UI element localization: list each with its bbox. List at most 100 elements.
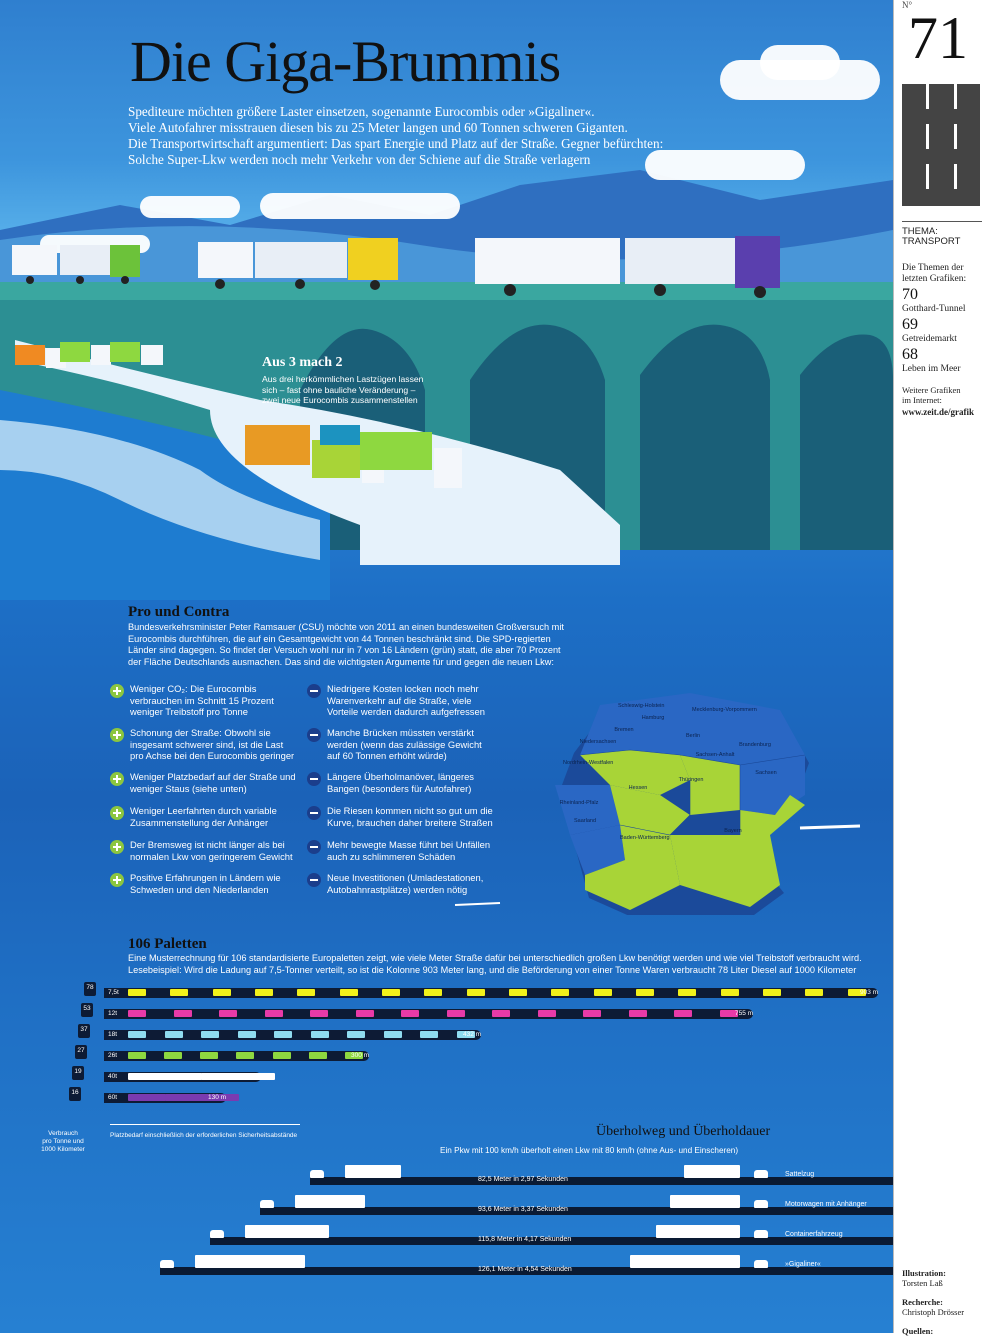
- minus-icon: [307, 840, 321, 854]
- truck-mark: [201, 1094, 240, 1101]
- map-state-label: Rheinland-Pfalz: [559, 800, 599, 806]
- truck-mark: [466, 989, 485, 996]
- argument-line: Manche Brücken müssten verstärkt: [327, 727, 474, 738]
- truck-size-label: 60t: [108, 1094, 118, 1101]
- truck-mark: [805, 989, 824, 996]
- car-icon: [754, 1200, 768, 1208]
- column-length-label: 432 m: [463, 1031, 482, 1038]
- pc-line: Länder sind dagegen. So findet der Versu…: [128, 645, 561, 655]
- argument-line: werden (wenn das zulässige Gewicht: [327, 738, 482, 750]
- truck-icon: [656, 1225, 740, 1238]
- truck-mark: [219, 1010, 237, 1017]
- argument-line: Zusammenstellung der Anhänger: [130, 816, 269, 828]
- truck-mark: [164, 1094, 203, 1101]
- map-state-label: Nordrhein-Westfalen: [563, 760, 614, 766]
- car-icon: [160, 1260, 174, 1268]
- intro-line: Viele Autofahrer misstrauen diesen bis z…: [128, 120, 628, 135]
- argument-line: Weniger Platzbedarf auf der Straße und: [130, 771, 296, 782]
- plus-icon: [110, 772, 124, 786]
- column-length-label: 300 m: [351, 1052, 370, 1059]
- eurocombi-2: [320, 425, 462, 488]
- map-state-label: Thüringen: [678, 777, 704, 783]
- state-blue-nrw: [555, 785, 620, 835]
- fuel-can-icon: [75, 1045, 87, 1059]
- truck-mark: [236, 1073, 275, 1080]
- argument-line: auch zu schlimmeren Schäden: [327, 850, 456, 862]
- issue-number: 71: [908, 5, 968, 71]
- car-icon: [210, 1230, 224, 1238]
- more-label: im Internet:: [902, 395, 942, 405]
- truck-mark: [420, 1031, 438, 1038]
- truck-mark: [128, 989, 146, 996]
- plus-icon: [110, 840, 124, 854]
- website-link[interactable]: www.zeit.de/grafik: [902, 407, 974, 417]
- recherche-label: Recherche:: [902, 1297, 943, 1307]
- truck-purple: [475, 236, 780, 298]
- truck-mark: [297, 989, 316, 996]
- number-label: N°: [902, 0, 913, 10]
- overtake-subtitle: Ein Pkw mit 100 km/h überholt einen Lkw …: [440, 1146, 739, 1155]
- truck-icon: [630, 1255, 740, 1268]
- truck-mark: [847, 989, 866, 996]
- column-length-label: 755 m: [735, 1010, 754, 1017]
- fuel-value: 19: [74, 1068, 82, 1075]
- truck-mark: [593, 989, 612, 996]
- overtake-distance-label: 93,6 Meter in 3,37 Sekunden: [478, 1206, 568, 1213]
- recent-link[interactable]: Gotthard-Tunnel: [902, 304, 966, 314]
- truck-mark: [355, 1010, 374, 1017]
- truck-mark: [212, 989, 231, 996]
- truck-mark: [446, 1010, 465, 1017]
- argument-line: weniger Staus (siehe unten): [130, 782, 247, 794]
- state-green-thueringen: [680, 755, 740, 815]
- recent-link[interactable]: Getreidemarkt: [902, 334, 957, 344]
- map-state-label: Schleswig-Holstein: [618, 703, 665, 709]
- truck-mark: [237, 1031, 256, 1038]
- truck-size-label: 18t: [108, 1031, 118, 1038]
- truck-mark: [720, 989, 739, 996]
- argument-line: Die Riesen kommen nicht so gut um die: [327, 805, 493, 816]
- recent-num: 68: [902, 346, 918, 363]
- overtake-road: [260, 1207, 893, 1215]
- fuel-caption-line: pro Tonne und: [42, 1138, 84, 1145]
- fuel-can-icon: [81, 1003, 93, 1017]
- fuel-value: 37: [80, 1026, 88, 1033]
- map-state-label: Mecklenburg-Vorpommern: [692, 707, 757, 713]
- truck-yellow: [198, 238, 398, 290]
- truck-mark: [763, 989, 781, 996]
- truck-size-label: 26t: [108, 1052, 118, 1059]
- truck-mark: [201, 1031, 219, 1038]
- truck-mark: [255, 989, 273, 996]
- overtake-road: [310, 1177, 893, 1185]
- truck-icon: [670, 1195, 740, 1208]
- recent-link[interactable]: Leben im Meer: [902, 364, 961, 374]
- car-icon: [754, 1260, 768, 1268]
- overtake-road: [210, 1237, 893, 1245]
- plus-icon: [110, 684, 124, 698]
- plus-icon: [110, 806, 124, 820]
- argument-line: Warenverkehr auf die Straße, viele: [327, 694, 472, 706]
- fuel-can-icon: [69, 1087, 81, 1101]
- map-state-label: Saarland: [573, 818, 597, 824]
- overtake-title: Überholweg und Überholdauer: [596, 1124, 771, 1139]
- truck-mark: [719, 1010, 738, 1017]
- divider: [902, 221, 982, 222]
- truck-mark: [344, 1052, 363, 1059]
- truck-mark: [274, 1031, 292, 1038]
- truck-mark: [128, 1094, 166, 1101]
- state-blue-north: [580, 693, 805, 765]
- paletten-intro: Eine Musterrechnung für 106 standardisie…: [128, 953, 862, 976]
- state-green-sachsen: [740, 795, 805, 835]
- fuel-can-icon: [78, 1024, 90, 1038]
- pro-contra-title: Pro und Contra: [128, 604, 230, 620]
- truck-type-label: Containerfahrzeug: [785, 1231, 843, 1238]
- illustration-label: Illustration:: [902, 1268, 946, 1278]
- state-green-hessen: [610, 785, 690, 835]
- truck-icon: [684, 1165, 740, 1178]
- truck-mark: [264, 1010, 283, 1017]
- recent-num: 69: [902, 316, 918, 333]
- truck-type-label: Motorwagen mit Anhänger: [785, 1201, 867, 1208]
- map-state-label: Sachsen: [755, 770, 777, 776]
